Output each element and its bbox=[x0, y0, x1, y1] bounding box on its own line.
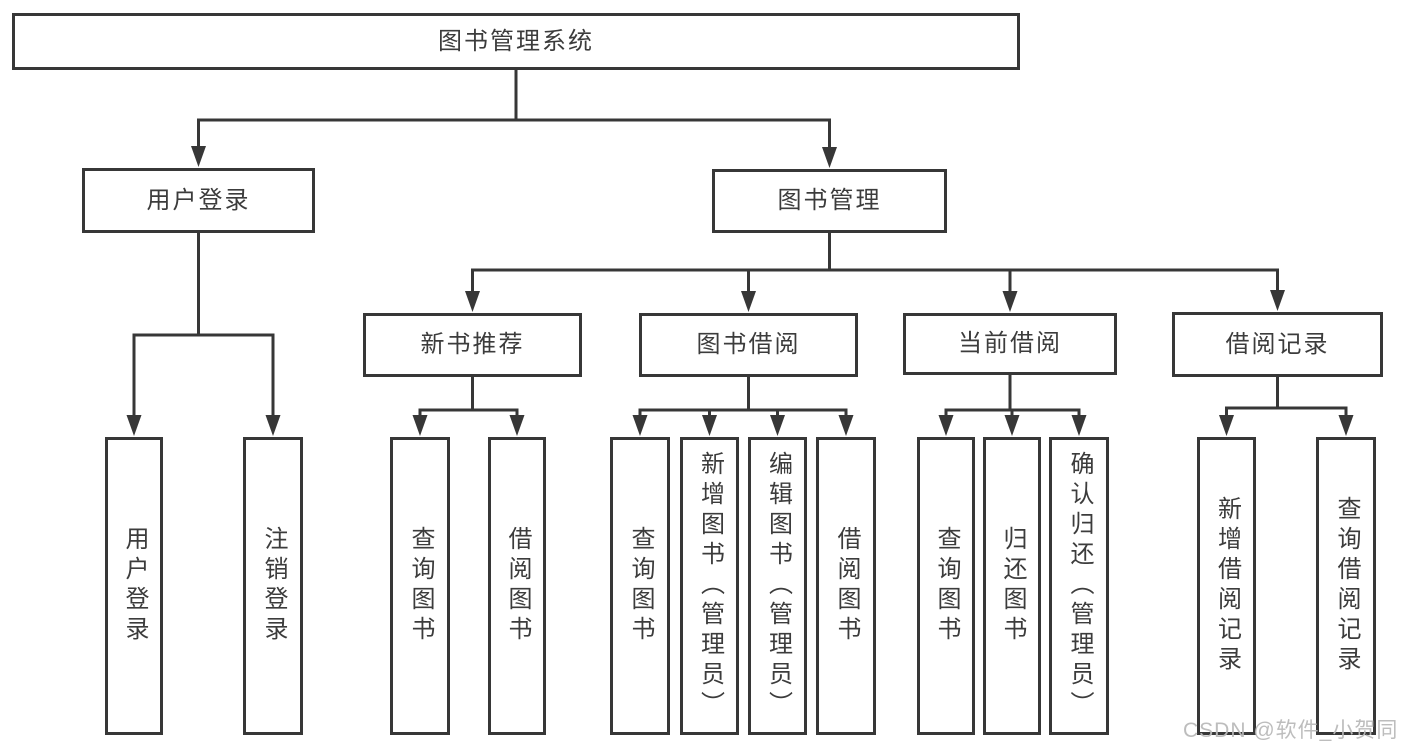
node-bb-add: 新增图书（管理员） bbox=[680, 437, 739, 735]
arrowhead-icon bbox=[1338, 415, 1354, 436]
node-bb-query: 查询图书 bbox=[610, 437, 670, 735]
arrowhead-icon bbox=[938, 415, 954, 436]
node-leaf-logout: 注销登录 bbox=[243, 437, 303, 735]
node-new-book-rec: 新书推荐 bbox=[363, 313, 582, 377]
node-user-login: 用户登录 bbox=[82, 168, 315, 233]
arrowhead-icon bbox=[465, 291, 480, 312]
node-book-mgmt: 图书管理 bbox=[712, 169, 947, 233]
node-cb-return: 归还图书 bbox=[983, 437, 1041, 735]
arrowhead-icon bbox=[1071, 415, 1087, 436]
arrowhead-icon bbox=[265, 415, 281, 436]
arrowhead-icon bbox=[191, 146, 206, 167]
arrowhead-icon bbox=[1002, 291, 1018, 312]
arrowhead-icon bbox=[838, 415, 854, 436]
arrowhead-icon bbox=[1219, 415, 1234, 436]
arrowhead-icon bbox=[741, 291, 756, 312]
arrowhead-icon bbox=[412, 415, 428, 436]
node-borrow-records: 借阅记录 bbox=[1172, 312, 1383, 377]
node-bb-edit: 编辑图书（管理员） bbox=[748, 437, 807, 735]
node-current-borrow: 当前借阅 bbox=[903, 313, 1117, 375]
node-book-borrow: 图书借阅 bbox=[639, 313, 858, 377]
node-cb-confirm: 确认归还（管理员） bbox=[1049, 437, 1109, 735]
arrowhead-icon bbox=[770, 415, 785, 436]
node-nb-borrow: 借阅图书 bbox=[488, 437, 546, 735]
node-cb-query: 查询图书 bbox=[917, 437, 975, 735]
arrowhead-icon bbox=[822, 147, 837, 168]
node-nb-query: 查询图书 bbox=[390, 437, 450, 735]
arrowhead-icon bbox=[632, 415, 648, 436]
arrowhead-icon bbox=[509, 415, 525, 436]
node-root: 图书管理系统 bbox=[12, 13, 1020, 70]
arrowhead-icon bbox=[1270, 290, 1285, 311]
node-leaf-login: 用户登录 bbox=[105, 437, 163, 735]
node-br-add: 新增借阅记录 bbox=[1197, 437, 1256, 735]
arrowhead-icon bbox=[126, 415, 142, 436]
node-br-query: 查询借阅记录 bbox=[1316, 437, 1376, 735]
arrowhead-icon bbox=[1004, 415, 1020, 436]
node-bb-borrow: 借阅图书 bbox=[816, 437, 876, 735]
arrowhead-icon bbox=[702, 415, 717, 436]
